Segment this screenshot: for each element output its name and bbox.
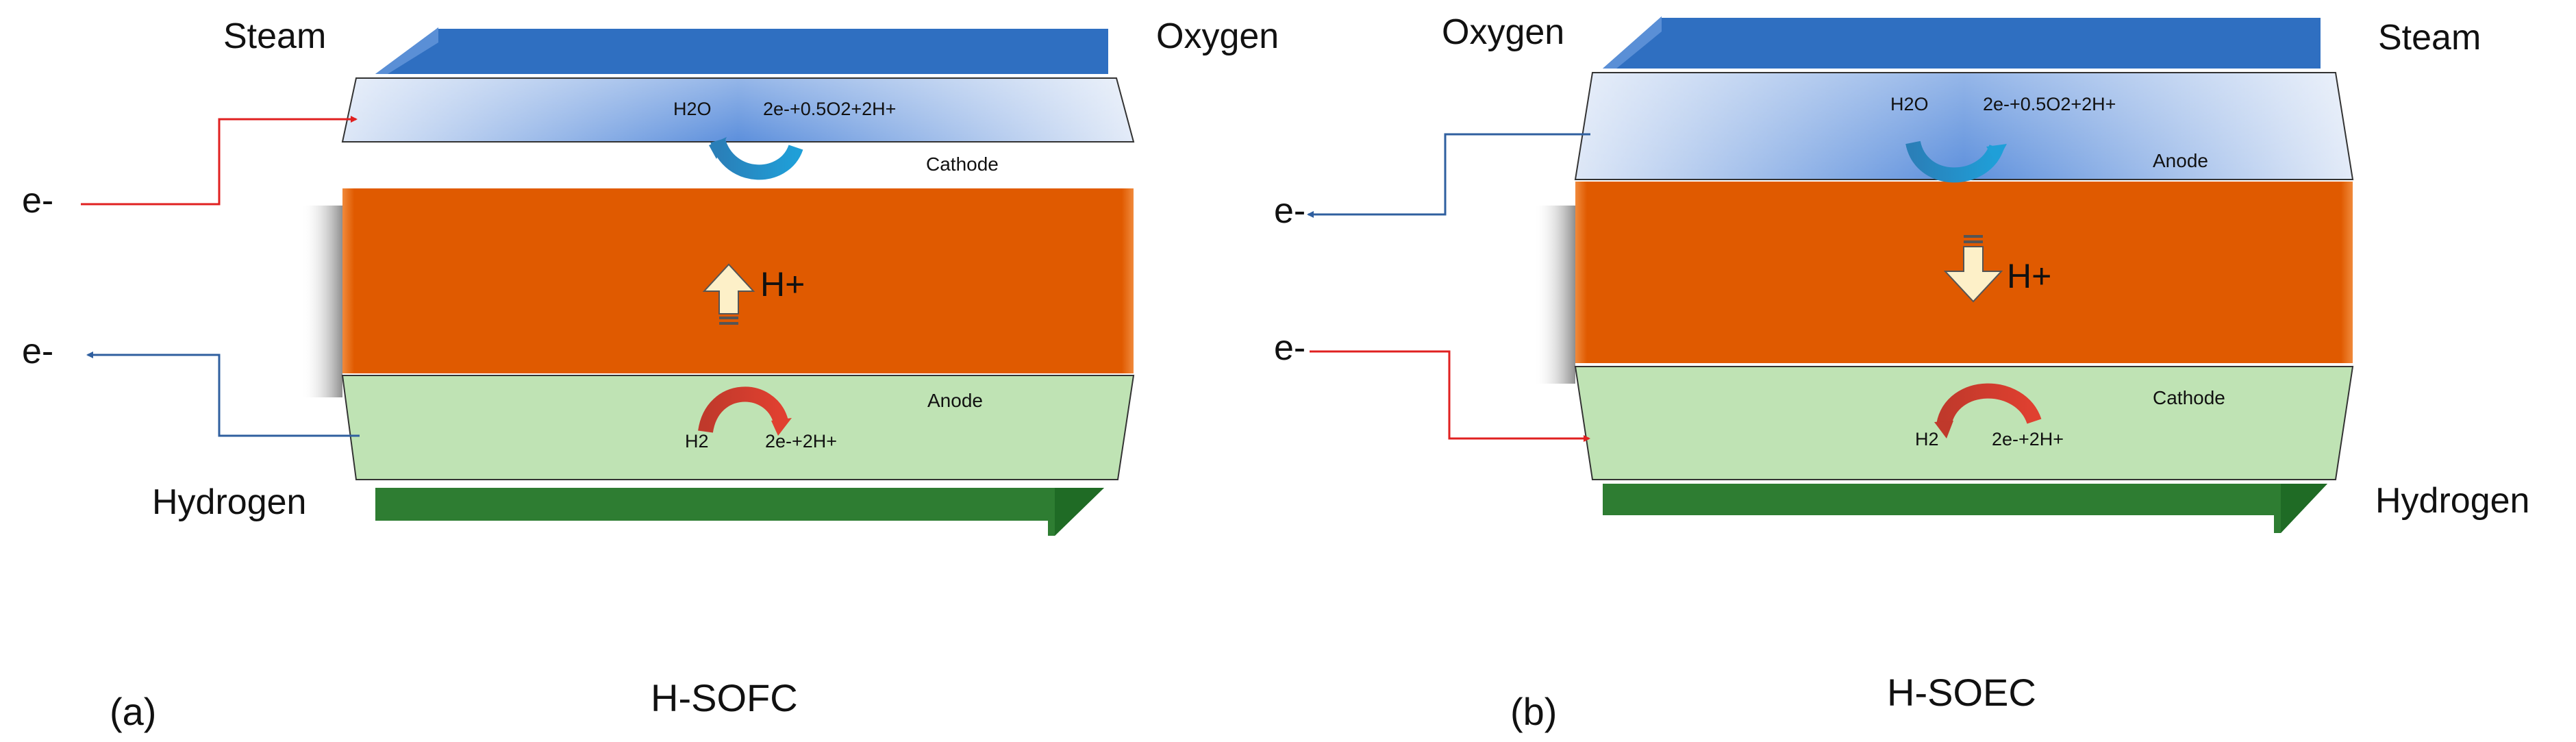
proton-up-arrow xyxy=(702,263,755,325)
bottom-flow-arrow xyxy=(375,488,1104,536)
wire-out xyxy=(1307,133,1590,218)
panel-caption: H-SOEC xyxy=(1887,671,2036,714)
blue-curved-arrow xyxy=(710,138,803,180)
shadow xyxy=(301,206,342,397)
bottom-label: Hydrogen xyxy=(2375,481,2529,521)
proton-down-arrow xyxy=(1943,235,2003,303)
left-top-label: Oxygen xyxy=(1442,12,1564,52)
bottom-layer xyxy=(1574,366,2354,480)
blue-curved-arrow xyxy=(1905,140,2004,183)
top-flow-arrow xyxy=(1603,16,2321,69)
bottom-layer-label: Cathode xyxy=(2153,387,2225,408)
panel-tag: (b) xyxy=(1510,690,1557,733)
bottom-reaction-left: H2 xyxy=(1915,429,1939,449)
ion-label: H+ xyxy=(2007,257,2051,295)
bottom-reaction-right: 2e-+2H+ xyxy=(765,431,837,452)
top-reaction-right: 2e-+0.5O2+2H+ xyxy=(763,99,896,119)
top-layer-label: Cathode xyxy=(926,153,999,175)
bottom-reaction-left: H2 xyxy=(685,431,709,452)
wire-in xyxy=(81,116,358,206)
panel-caption: H-SOFC xyxy=(651,676,798,719)
bottom-label: Hydrogen xyxy=(152,482,306,522)
left-top-label: Steam xyxy=(223,16,326,56)
bottom-layer xyxy=(341,375,1135,480)
top-reaction-left: H2O xyxy=(673,99,712,119)
top-layer-label: Anode xyxy=(2153,150,2208,171)
panel-tag: (a) xyxy=(110,690,156,733)
ion-label: H+ xyxy=(760,265,805,304)
electron-in-label: e- xyxy=(1274,328,1305,368)
wire-out xyxy=(86,351,360,437)
red-curved-arrow xyxy=(698,386,788,434)
electron-out-label: e- xyxy=(22,332,53,371)
right-top-label: Oxygen xyxy=(1156,16,1279,56)
red-curved-arrow xyxy=(1936,383,2042,427)
bottom-flow-arrow xyxy=(1603,484,2327,533)
panel-b: Oxygen Steam Hydrogen e- e- Anode Cathod… xyxy=(1274,12,2529,733)
top-reaction-left: H2O xyxy=(1890,94,1929,114)
shadow xyxy=(1534,206,1575,384)
wire-in xyxy=(1310,350,1590,442)
top-flow-arrow xyxy=(375,27,1108,74)
panel-a: Steam Oxygen Hydrogen e- e- Cathode Anod… xyxy=(22,16,1279,733)
bottom-reaction-right: 2e-+2H+ xyxy=(1992,429,2064,449)
electron-in-label: e- xyxy=(22,181,53,221)
top-reaction-right: 2e-+0.5O2+2H+ xyxy=(1983,94,2116,114)
right-top-label: Steam xyxy=(2378,18,2481,58)
electron-out-label: e- xyxy=(1274,191,1305,231)
bottom-layer-label: Anode xyxy=(927,390,983,411)
